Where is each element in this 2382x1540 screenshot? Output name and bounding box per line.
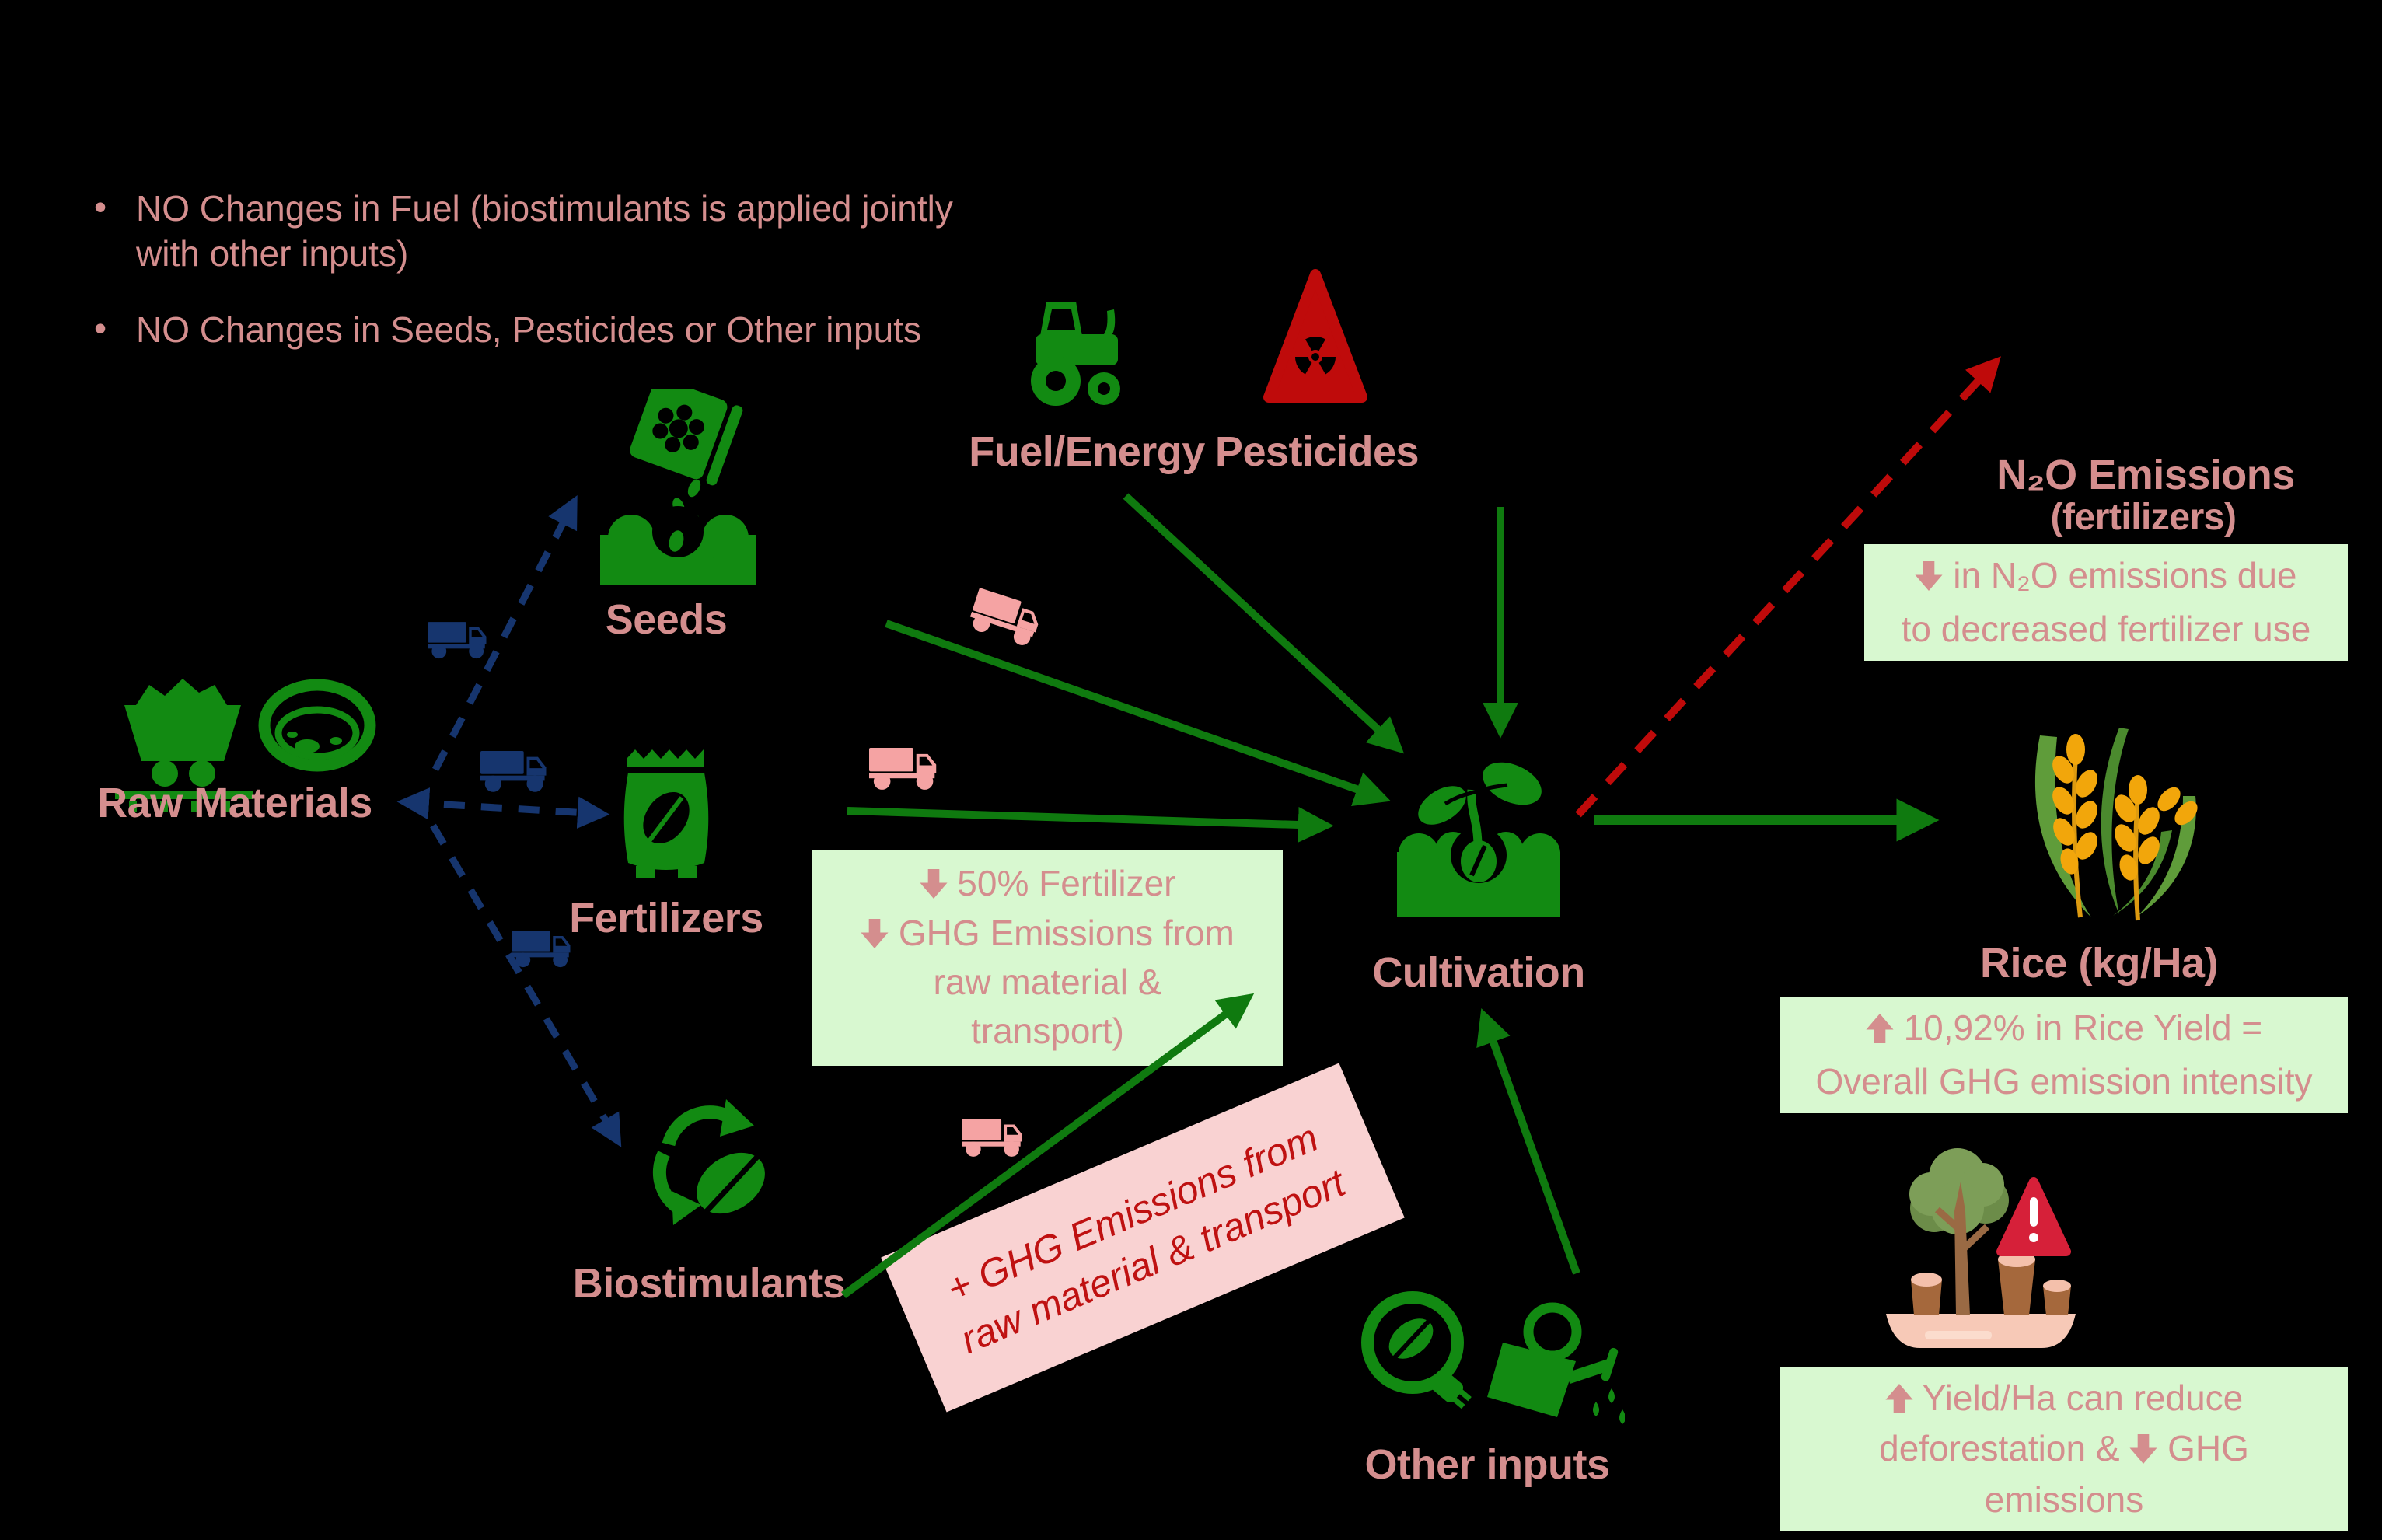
callout-line: deforestation & GHG bbox=[1879, 1428, 2249, 1469]
arrow-fertilizers-to-cultivation bbox=[847, 807, 1334, 843]
up-arrow-icon bbox=[1866, 1014, 1894, 1043]
callout-line: emissions bbox=[1984, 1479, 2144, 1520]
truck-icon bbox=[869, 748, 937, 790]
rice-label: Rice (kg/Ha) bbox=[1979, 940, 2219, 987]
fertilizers-icon bbox=[623, 749, 709, 878]
biostimulants-label: Biostimulants bbox=[572, 1260, 846, 1307]
callout-line: transport) bbox=[971, 1011, 1124, 1052]
watering-can-icon bbox=[1487, 1302, 1625, 1424]
n2o-callout-box: in N₂O emissions due to decreased fertil… bbox=[1864, 544, 2348, 661]
callout-line: in N₂O emissions due bbox=[1864, 549, 2348, 602]
truck-icon bbox=[962, 1119, 1022, 1157]
tractor-icon bbox=[1031, 302, 1120, 406]
n2o-emissions-subtitle: (fertilizers) bbox=[2050, 497, 2237, 538]
up-arrow-icon bbox=[1885, 1384, 1913, 1414]
truck-icon bbox=[969, 588, 1039, 645]
callout-line: GHG Emissions from bbox=[812, 909, 1283, 958]
cultivation-icon bbox=[1397, 762, 1560, 917]
callout-line: Yield/Ha can reduce bbox=[1780, 1373, 2348, 1423]
arrow-raw-to-fertilizers bbox=[396, 787, 610, 829]
note-item: NO Changes in Seeds, Pesticides or Other… bbox=[89, 306, 983, 353]
arrow-seeds-to-cultivation bbox=[885, 620, 1392, 806]
pesticides-label: Pesticides bbox=[1214, 428, 1420, 475]
arrow-other-inputs-to-cultivation bbox=[1476, 1008, 1580, 1275]
truck-icon bbox=[428, 622, 487, 659]
fertilizers-label: Fertilizers bbox=[569, 895, 763, 941]
biostimulants-icon bbox=[652, 1099, 765, 1226]
note-item: NO Changes in Fuel (biostimulants is app… bbox=[89, 185, 960, 277]
truck-icon bbox=[480, 751, 547, 792]
arrow-fuel-to-cultivation bbox=[1123, 493, 1405, 754]
down-arrow-icon bbox=[919, 869, 948, 899]
down-arrow-icon bbox=[1915, 561, 1944, 591]
truck-icon bbox=[512, 931, 571, 968]
callout-line: 10,92% in Rice Yield = bbox=[1780, 1001, 2348, 1055]
deforestation-icon bbox=[1886, 1148, 2076, 1348]
seeds-icon bbox=[600, 389, 756, 585]
eco-plug-icon bbox=[1361, 1291, 1472, 1409]
fertilizer-callout-box: 50% Fertilizer GHG Emissions from raw ma… bbox=[812, 850, 1283, 1066]
callout-line: to decreased fertilizer use bbox=[1901, 609, 2311, 649]
rice-icon bbox=[2034, 728, 2198, 921]
cultivation-label: Cultivation bbox=[1372, 949, 1585, 996]
callout-line: 50% Fertilizer bbox=[812, 859, 1283, 908]
other-inputs-label: Other inputs bbox=[1364, 1441, 1611, 1488]
deforestation-callout-box: Yield/Ha can reduce deforestation & GHG … bbox=[1780, 1367, 2348, 1531]
rice-yield-callout-box: 10,92% in Rice Yield = Overall GHG emiss… bbox=[1780, 997, 2348, 1113]
callout-line: Overall GHG emission intensity bbox=[1815, 1061, 2313, 1102]
pesticides-icon bbox=[1263, 269, 1367, 403]
fuel-energy-label: Fuel/Energy bbox=[969, 428, 1205, 475]
down-arrow-icon bbox=[2129, 1434, 2157, 1465]
seeds-label: Seeds bbox=[605, 596, 728, 643]
transport-ghg-callout-box: + GHG Emissions from raw material & tran… bbox=[881, 1063, 1405, 1413]
n2o-emissions-title: N₂O Emissions bbox=[1996, 452, 2295, 498]
notes-list: NO Changes in Fuel (biostimulants is app… bbox=[89, 185, 983, 384]
raw-materials-label: Raw Materials bbox=[97, 780, 372, 826]
arrow-raw-to-biostimulants bbox=[430, 823, 622, 1147]
callout-line: raw material & bbox=[933, 962, 1162, 1002]
raw-materials-icon bbox=[115, 679, 376, 812]
down-arrow-icon bbox=[861, 918, 889, 948]
